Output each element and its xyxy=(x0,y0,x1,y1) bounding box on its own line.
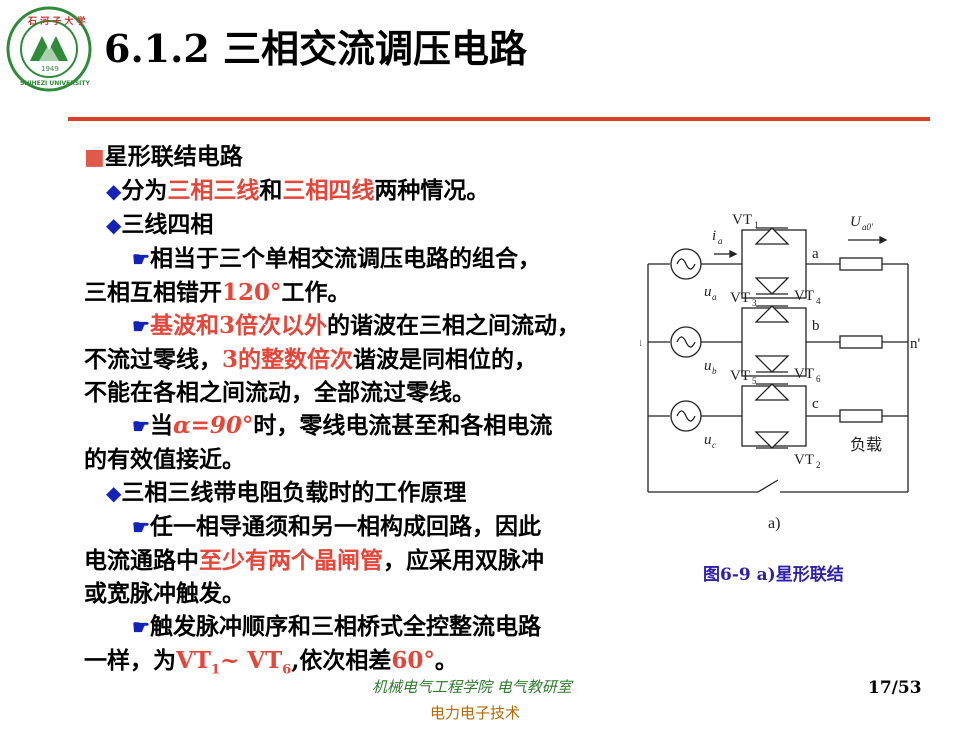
bullet-level3: ☛触发脉冲顺序和三相桥式全控整流电路 xyxy=(132,613,541,640)
pointing-hand-icon: ☛ xyxy=(132,247,150,271)
label-vt3: VT xyxy=(730,290,750,306)
label-node-a: a xyxy=(812,246,819,262)
label-vt6-sub: 6 xyxy=(816,374,821,384)
diamond-bullet-icon: ◆ xyxy=(106,179,122,203)
paragraph-line: 电流通路中至少有两个晶闸管，应采用双脉冲 xyxy=(84,547,544,574)
bullet-level3: ☛相当于三个单相交流调压电路的组合， xyxy=(132,245,541,272)
bullet-level2: ◆三相三线带电阻负载时的工作原理 xyxy=(106,479,467,506)
title-divider xyxy=(68,117,930,121)
university-logo: 石 河 子 大 学 1949 SHIHEZI UNIVERSITY xyxy=(6,6,92,92)
label-node-n-prime: n' xyxy=(910,336,920,352)
svg-text:1949: 1949 xyxy=(41,65,59,73)
label-ua: u xyxy=(704,284,712,300)
svg-text:SHIHEZI UNIVERSITY: SHIHEZI UNIVERSITY xyxy=(20,80,91,87)
label-vt4: VT xyxy=(794,288,814,304)
label-ia: i xyxy=(712,228,716,244)
page-title: 6.1.2 三相交流调压电路 xyxy=(104,26,528,71)
label-ub: u xyxy=(704,358,712,374)
square-bullet-icon: ■ xyxy=(84,144,105,170)
diamond-bullet-icon: ◆ xyxy=(106,481,122,505)
footer-course: 电力电子技术 xyxy=(430,704,521,722)
label-ub-sub: b xyxy=(712,366,717,376)
diamond-bullet-icon: ◆ xyxy=(106,213,122,237)
label-uc: u xyxy=(704,432,712,448)
label-vt4-sub: 4 xyxy=(816,296,821,306)
page-number: 17/53 xyxy=(868,678,922,698)
label-load: 负载 xyxy=(850,435,882,454)
label-vt1: VT xyxy=(732,212,752,228)
label-uao: U xyxy=(850,214,862,230)
star-connection-circuit-diagram: i a VT 1 U a0' a u a VT 3 VT 4 b n n' u … xyxy=(640,212,920,532)
pointing-hand-icon: ☛ xyxy=(132,314,150,338)
paragraph-line: 的有效值接近。 xyxy=(84,446,245,473)
label-vt2-sub: 2 xyxy=(816,460,821,470)
paragraph-line: 一样，为VT1~ VT6,依次相差60°。 xyxy=(84,647,458,678)
label-ia-sub: a xyxy=(718,236,723,246)
figure-caption: 图6-9 a)星形联结 xyxy=(703,565,844,585)
svg-text:石 河 子 大 学: 石 河 子 大 学 xyxy=(27,15,86,27)
label-uc-sub: c xyxy=(712,440,716,450)
pointing-hand-icon: ☛ xyxy=(132,615,150,639)
bullet-level3: ☛当α=90°时，零线电流甚至和各相电流 xyxy=(132,412,553,439)
phase-b-branch xyxy=(648,305,908,377)
bullet-level1: ■星形联结电路 xyxy=(84,143,243,170)
label-vt2: VT xyxy=(794,452,814,468)
label-panel-a: a) xyxy=(768,515,780,532)
bullet-level2: ◆分为三相三线和三相四线两种情况。 xyxy=(106,177,490,204)
label-vt6: VT xyxy=(794,366,814,382)
label-uao-sub: a0' xyxy=(862,222,874,232)
label-vt5-sub: 5 xyxy=(752,376,757,386)
bullet-level3: ☛基波和3倍次以外的谐波在三相之间流动， xyxy=(132,312,580,339)
pointing-hand-icon: ☛ xyxy=(132,414,150,438)
paragraph-line: 不流过零线，3的整数倍次谐波是同相位的， xyxy=(84,346,538,373)
pointing-hand-icon: ☛ xyxy=(132,515,150,539)
slide-body: ■星形联结电路 ◆分为三相三线和三相四线两种情况。 ◆三线四相 ☛相当于三个单相… xyxy=(84,140,649,687)
phase-c-branch xyxy=(648,383,908,449)
bullet-level3: ☛任一相导通须和另一相构成回路，因此 xyxy=(132,513,541,540)
footer-college: 机械电气工程学院 电气教研室 xyxy=(372,678,572,696)
paragraph-line: 不能在各相之间流动，全部流过零线。 xyxy=(84,379,475,406)
label-node-c: c xyxy=(812,396,819,412)
bullet-level2: ◆三线四相 xyxy=(106,211,214,238)
label-vt1-sub: 1 xyxy=(754,220,759,230)
phase-a-branch xyxy=(648,227,908,299)
label-node-b: b xyxy=(812,318,820,334)
label-vt5: VT xyxy=(730,368,750,384)
label-ua-sub: a xyxy=(712,292,717,302)
paragraph-line: 三相互相错开120°工作。 xyxy=(84,279,351,306)
paragraph-line: 或宽脉冲触发。 xyxy=(84,580,245,607)
label-vt3-sub: 3 xyxy=(752,298,757,308)
label-node-n: n xyxy=(640,334,642,350)
